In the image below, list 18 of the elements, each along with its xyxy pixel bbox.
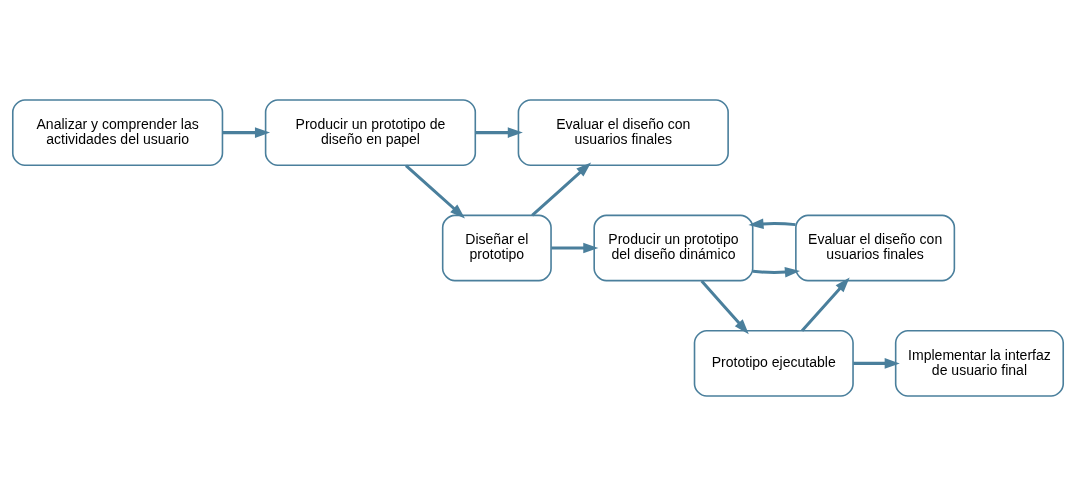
node-box: Producir un prototipo del diseño dinámico: [593, 214, 754, 282]
arrow: [700, 279, 749, 335]
node-box: Evaluar el diseño con usuarios finales: [517, 99, 729, 167]
arrow: [222, 127, 271, 138]
arrow: [531, 162, 592, 217]
node-box: Prototipo ejecutable: [693, 329, 854, 397]
arrow: [853, 358, 900, 369]
node-box: Producir un prototipo de diseño en papel: [264, 99, 477, 167]
arrow: [475, 127, 523, 138]
node-box: Diseñar el prototipo: [441, 214, 552, 282]
node-box: Implementar la interfaz de usuario final: [894, 329, 1065, 397]
node-box: Evaluar el diseño con usuarios finales: [795, 214, 956, 282]
arrow: [405, 164, 465, 219]
node-box: Analizar y comprender las actividades del usuario: [11, 99, 224, 167]
arrow: [800, 277, 850, 332]
arrow: [748, 218, 796, 230]
arrow: [752, 266, 800, 278]
arrow: [551, 242, 599, 254]
